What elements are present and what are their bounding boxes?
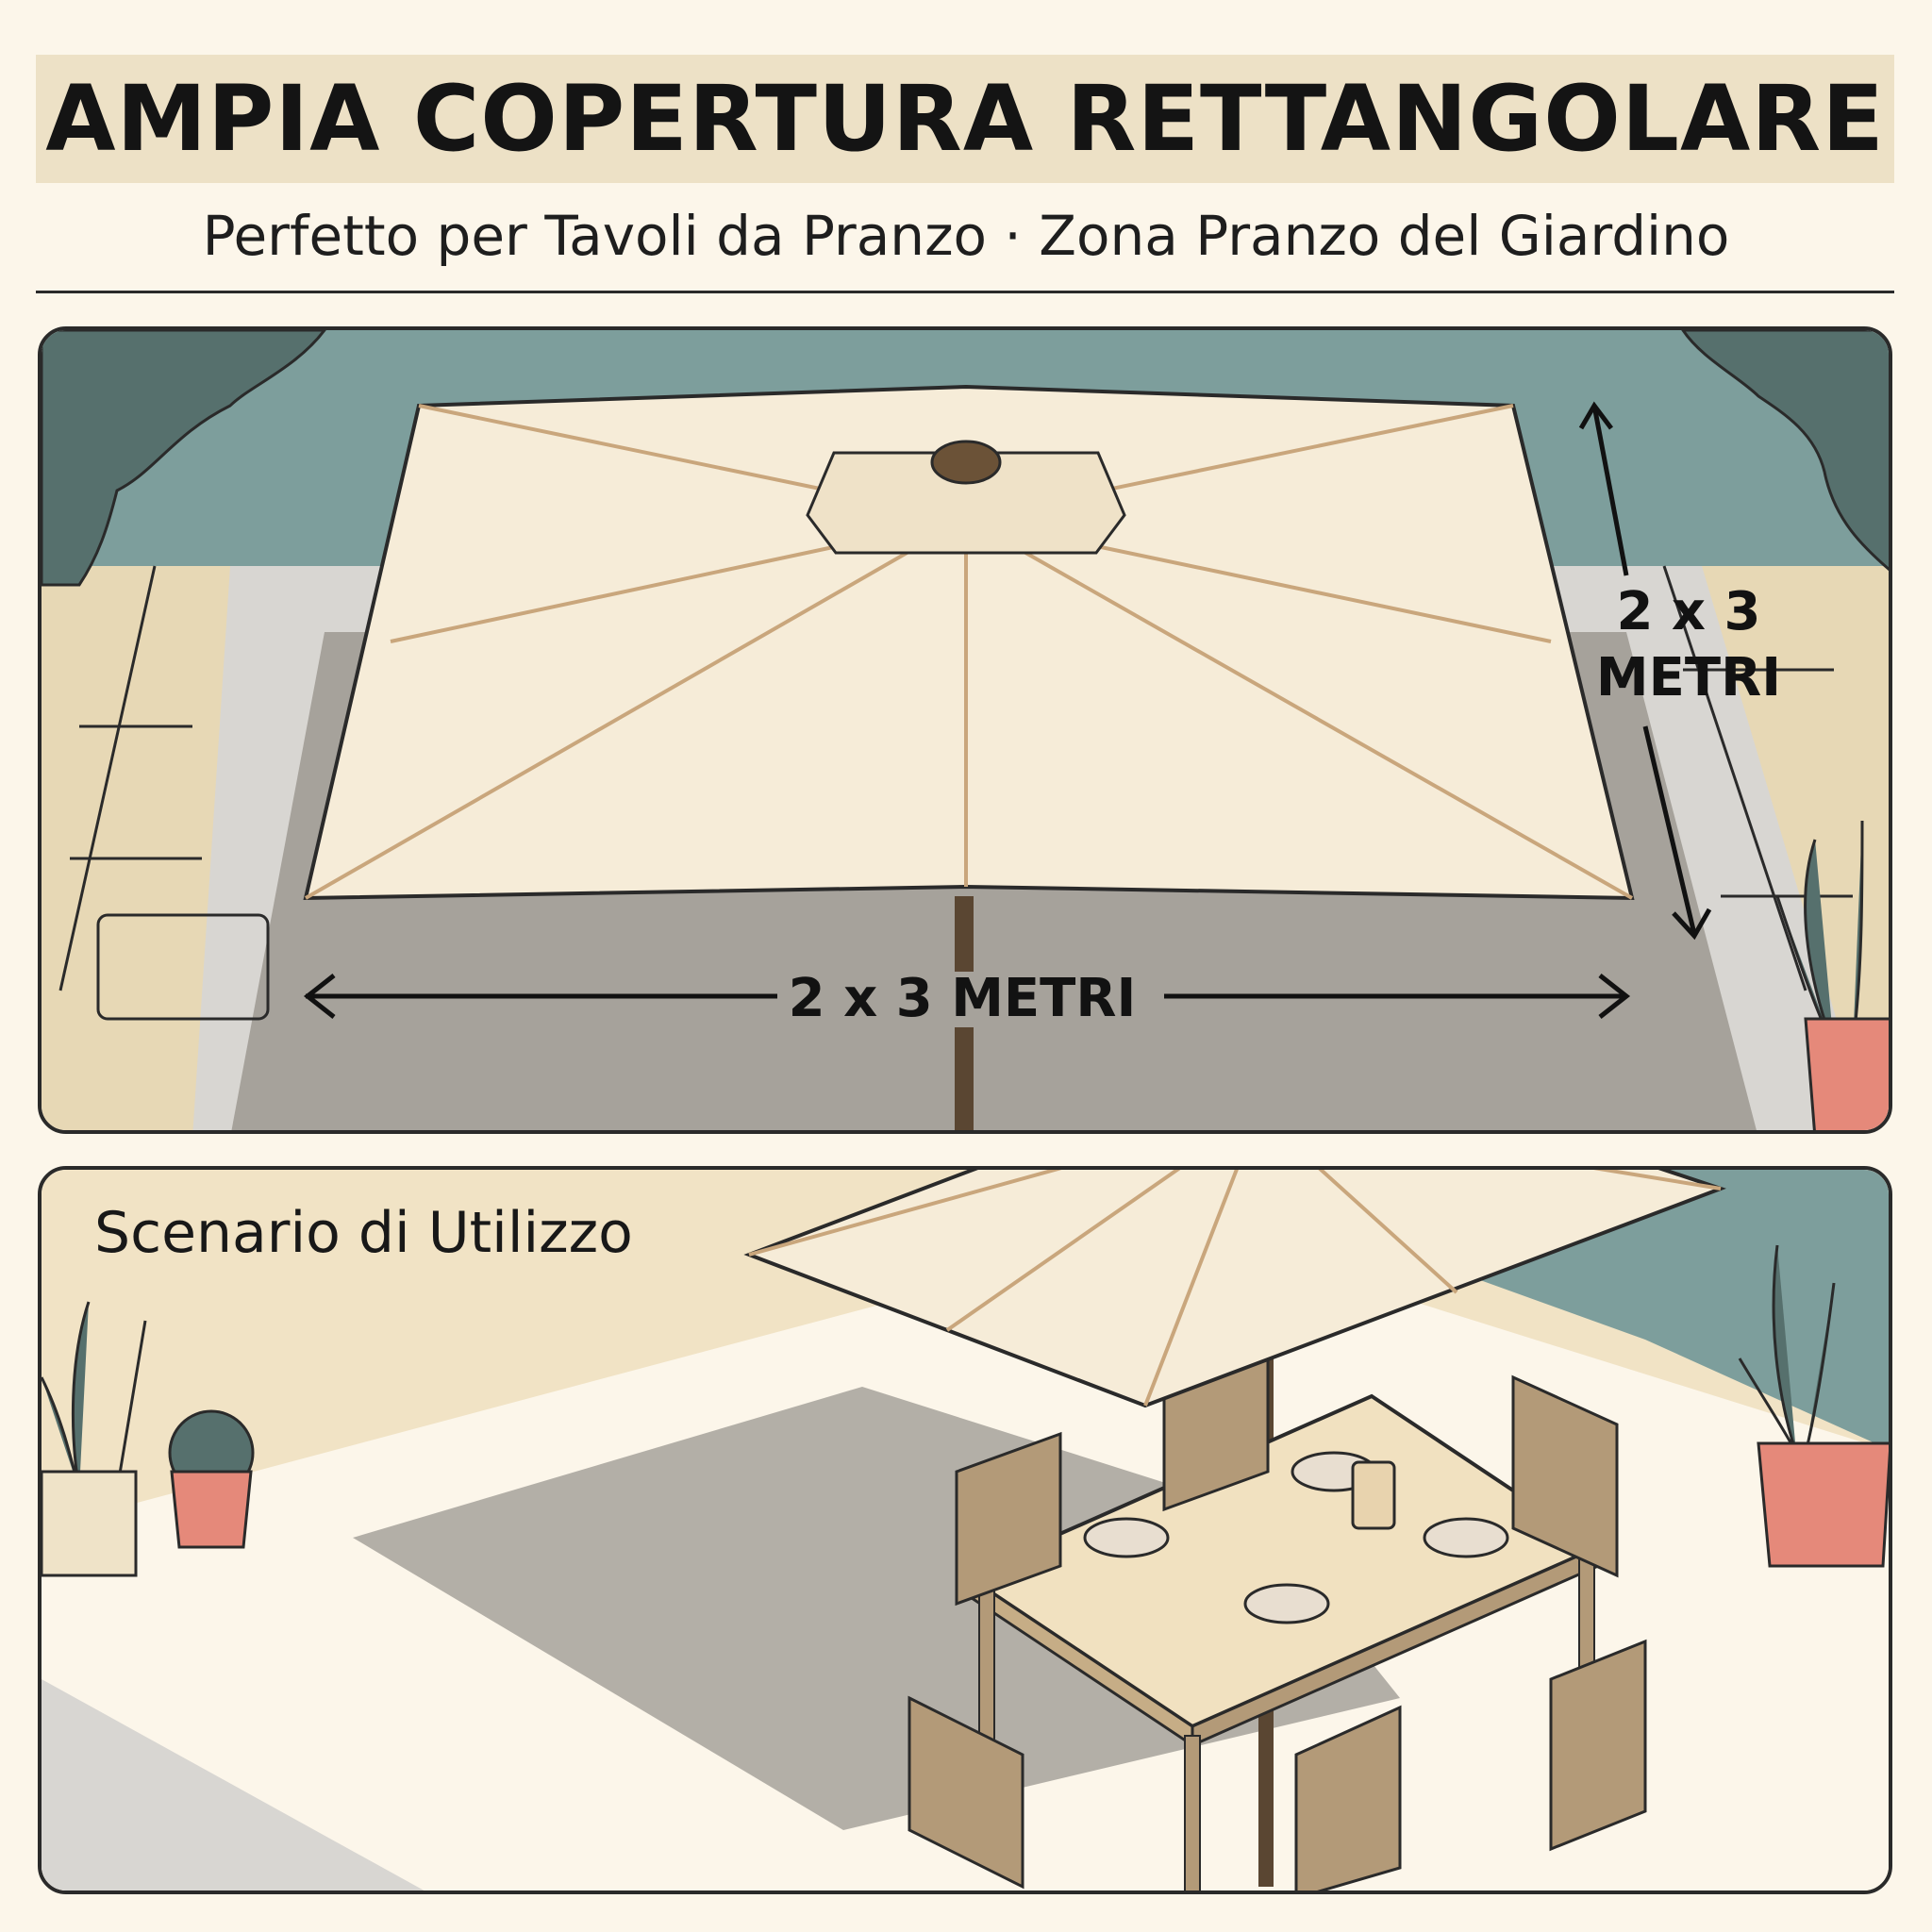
page-title: AMPIA COPERTURA RETTANGOLARE bbox=[45, 66, 1885, 172]
horizontal-dimension-label: 2 x 3 METRI bbox=[783, 971, 1141, 1027]
right-tree bbox=[1681, 330, 1889, 572]
divider bbox=[36, 291, 1894, 293]
vertical-dimension-label-line2: METRI bbox=[1595, 647, 1782, 708]
top-view-illustration bbox=[42, 330, 1889, 1130]
paving-path bbox=[42, 1679, 425, 1890]
top-view-panel bbox=[38, 326, 1892, 1134]
vertical-dimension-arrow bbox=[1578, 401, 1712, 941]
umbrella-canopy bbox=[303, 384, 1635, 901]
page-subtitle: Perfetto per Tavoli da Pranzo · Zona Pra… bbox=[202, 204, 1730, 268]
potted-plant-left bbox=[42, 1301, 255, 1577]
horizontal-dimension-arrow bbox=[303, 974, 1631, 1019]
hedge bbox=[1174, 1170, 1889, 1450]
chairs bbox=[908, 1356, 1647, 1890]
paving-lines bbox=[58, 565, 1853, 1021]
usage-scenario-label: Scenario di Utilizzo bbox=[94, 1200, 633, 1266]
vertical-dimension-label-line1: 2 x 3 bbox=[1616, 581, 1761, 642]
umbrella-canopy bbox=[743, 1170, 1726, 1408]
left-tree bbox=[42, 330, 326, 587]
potted-plant-right bbox=[1775, 820, 1889, 1130]
usage-illustration bbox=[42, 1170, 1889, 1890]
usage-panel bbox=[38, 1166, 1892, 1894]
title-band bbox=[36, 55, 1894, 183]
potted-plant-right bbox=[1738, 1244, 1889, 1568]
